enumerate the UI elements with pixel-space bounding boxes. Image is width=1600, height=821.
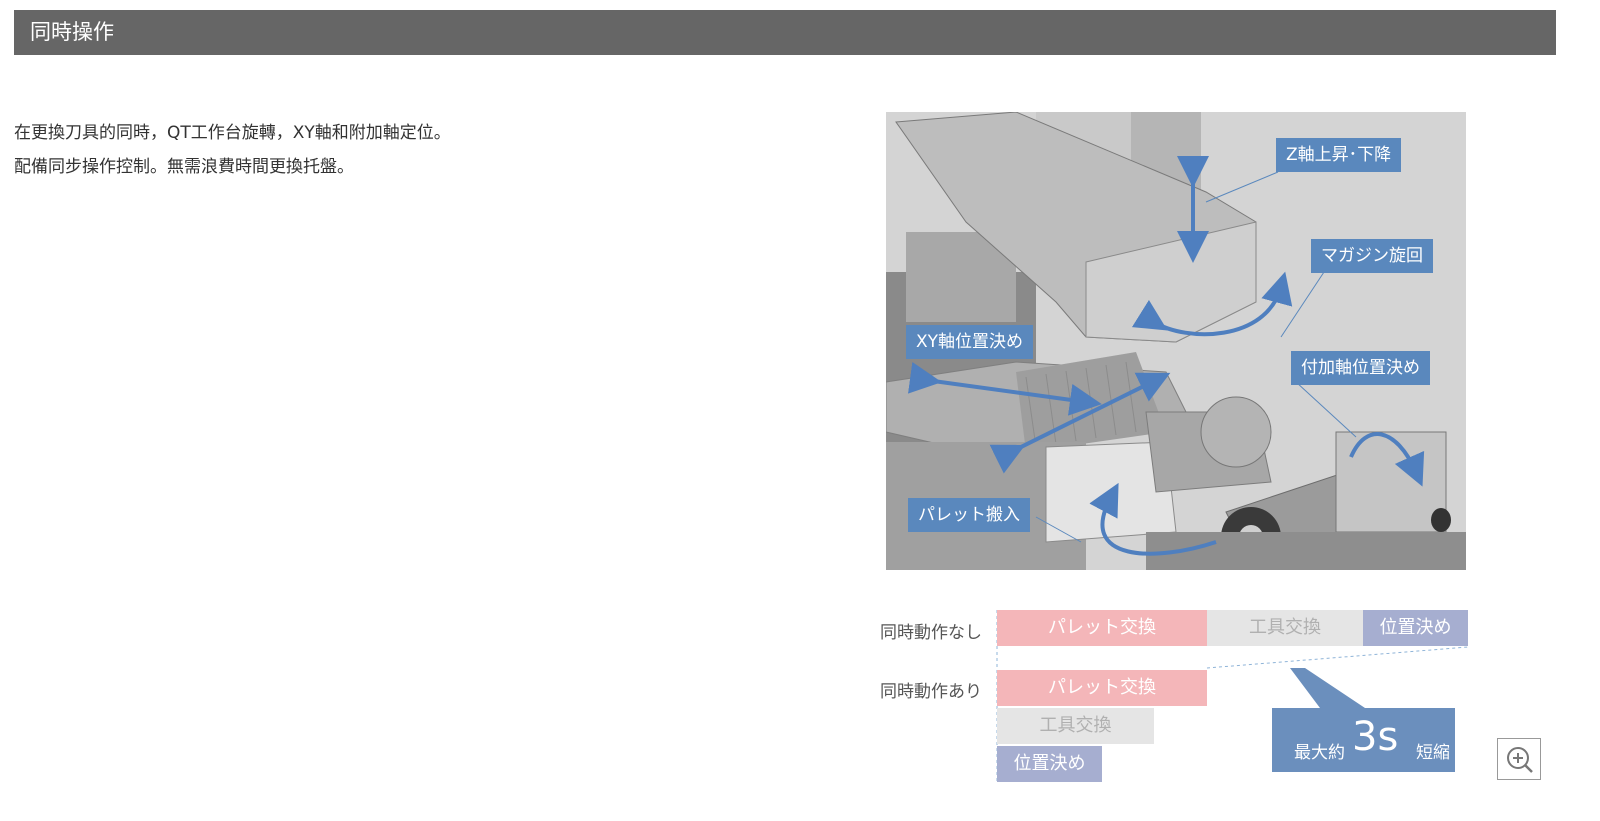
description: 在更換刀具的同時，QT工作台旋轉，XY軸和附加軸定位。 配備同步操作控制。無需浪… bbox=[14, 116, 451, 184]
machine-illustration: Z軸上昇･下降 マガジン旋回 XY軸位置決め 付加軸位置決め パレット搬入 bbox=[886, 112, 1466, 570]
description-line-2: 配備同步操作控制。無需浪費時間更換托盤。 bbox=[14, 157, 354, 177]
callout-z-axis: Z軸上昇･下降 bbox=[1276, 138, 1402, 172]
bar-pallet-change-with: パレット交換 bbox=[997, 670, 1207, 706]
bar-positioning-without: 位置決め bbox=[1363, 610, 1468, 646]
bar-positioning-with: 位置決め bbox=[997, 746, 1102, 782]
section-header: 同時操作 bbox=[14, 10, 1556, 55]
zoom-button[interactable] bbox=[1497, 738, 1541, 780]
zoom-in-icon bbox=[1507, 747, 1533, 773]
result-prefix: 最大約 bbox=[1294, 743, 1345, 763]
row-label-with: 同時動作あり bbox=[880, 682, 982, 702]
section-title: 同時操作 bbox=[30, 20, 114, 44]
bar-tool-change-with: 工具交換 bbox=[997, 708, 1154, 744]
callout-xy-axis: XY軸位置決め bbox=[906, 325, 1034, 359]
callout-additional-axis: 付加軸位置決め bbox=[1291, 351, 1430, 385]
result-value: 3s bbox=[1352, 714, 1399, 760]
bar-pallet-change-without: パレット交換 bbox=[997, 610, 1207, 646]
result-suffix: 短縮 bbox=[1416, 743, 1450, 763]
callout-pallet: パレット搬入 bbox=[908, 498, 1030, 532]
row-label-without: 同時動作なし bbox=[880, 623, 982, 643]
machine-drawing bbox=[886, 112, 1466, 570]
bar-tool-change-without: 工具交換 bbox=[1207, 610, 1363, 646]
description-line-1: 在更換刀具的同時，QT工作台旋轉，XY軸和附加軸定位。 bbox=[14, 123, 451, 143]
callout-magazine: マガジン旋回 bbox=[1311, 239, 1433, 273]
time-saving-badge: 最大約 3s 短縮 bbox=[1272, 708, 1455, 772]
